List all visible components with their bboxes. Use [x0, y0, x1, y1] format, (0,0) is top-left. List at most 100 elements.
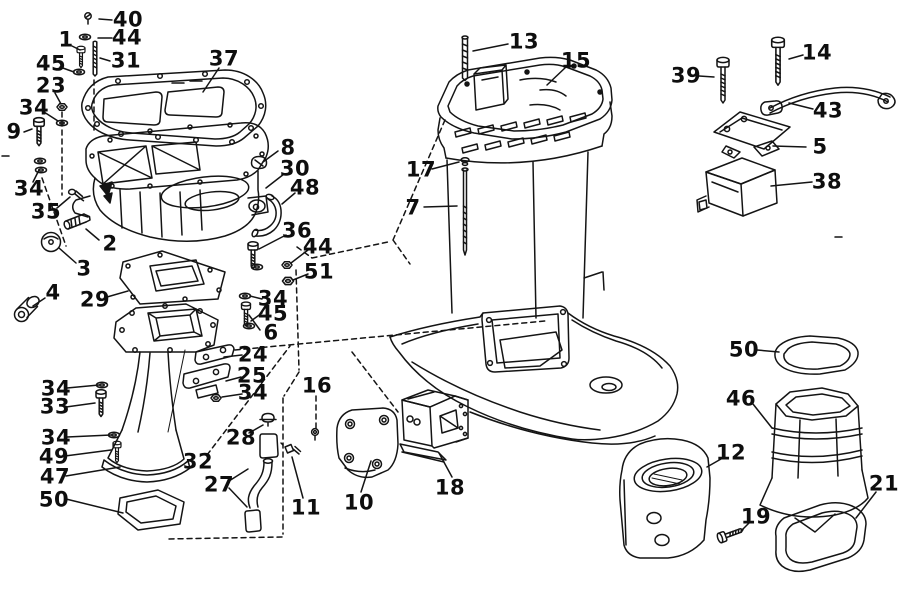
part-bolt-9	[32, 116, 46, 147]
callout-50-1: 50	[38, 487, 70, 512]
part-washer-45a	[72, 68, 86, 76]
part-screw-49	[112, 440, 122, 464]
callout-46: 46	[725, 386, 757, 411]
callout-24: 24	[237, 342, 269, 367]
callout-18: 18	[434, 475, 466, 500]
callout-13: 13	[508, 29, 540, 54]
part-stud-13	[461, 35, 469, 82]
callout-5: 5	[812, 134, 828, 159]
projection-dashed-lines	[41, 79, 546, 540]
callout-51: 51	[303, 259, 335, 284]
callout-19: 19	[740, 504, 772, 529]
callout-34-6: 34	[40, 425, 72, 450]
part-grommet-28	[259, 412, 277, 427]
callout-7: 7	[405, 195, 421, 220]
callout-35: 35	[30, 199, 62, 224]
callout-21: 21	[868, 471, 900, 496]
part-screw-40	[84, 12, 92, 25]
callout-43: 43	[812, 98, 844, 123]
part-grommet-17	[460, 157, 470, 167]
part-bolt-7	[461, 167, 469, 256]
callout-10: 10	[343, 490, 375, 515]
callout-45-1: 45	[35, 51, 67, 76]
callout-16: 16	[301, 373, 333, 398]
part-washer-36	[250, 263, 264, 271]
callout-15: 15	[560, 48, 592, 73]
part-washer-34b2	[34, 166, 48, 174]
callout-6: 6	[263, 320, 279, 345]
part-washer-44a	[78, 33, 92, 41]
part-seal-21	[774, 502, 867, 573]
part-screw-11	[280, 442, 302, 455]
callout-1: 1	[58, 27, 74, 52]
part-plug-4	[13, 295, 40, 323]
part-bolt-33	[95, 389, 107, 418]
part-stud-31	[92, 40, 98, 77]
part-washer-3	[40, 231, 62, 253]
callout-31: 31	[110, 48, 142, 73]
callout-8: 8	[280, 135, 296, 160]
part-bracket-25	[182, 363, 231, 399]
part-gasket-29	[119, 250, 226, 305]
callout-28: 28	[225, 425, 257, 450]
part-bracket-5	[713, 111, 791, 159]
part-adapter-plate	[113, 303, 219, 353]
callout-4: 4	[45, 280, 61, 305]
part-hose-48	[251, 193, 282, 238]
callout-12: 12	[715, 440, 747, 465]
callout-38: 38	[811, 169, 843, 194]
part-cap-8	[250, 155, 268, 170]
part-strap-43	[760, 86, 896, 116]
callout-17: 17	[405, 157, 437, 182]
callout-45-2: 45	[257, 301, 289, 326]
part-exhaust-tube-46	[759, 387, 869, 533]
callout-34-3: 34	[257, 286, 289, 311]
callout-36: 36	[281, 218, 313, 243]
part-thermostat-2	[63, 213, 91, 230]
callout-37: 37	[208, 46, 240, 71]
part-cover-10	[336, 407, 399, 479]
part-exhaust-housing-15	[389, 56, 679, 445]
callout-11: 11	[290, 495, 322, 520]
part-seal-50-right	[774, 335, 859, 375]
callout-30: 30	[279, 156, 311, 181]
part-adapter-housing	[72, 121, 269, 242]
callout-39: 39	[670, 63, 702, 88]
part-screw-35	[67, 188, 85, 202]
part-nut-34d	[210, 394, 222, 402]
callout-48: 48	[289, 175, 321, 200]
callout-25: 25	[236, 363, 268, 388]
callout-47: 47	[39, 464, 71, 489]
callout-34-1: 34	[18, 95, 50, 120]
part-bolt-39	[716, 56, 730, 104]
callout-44-2: 44	[302, 234, 334, 259]
part-power-pack-38	[696, 157, 778, 217]
callout-29: 29	[79, 287, 111, 312]
callout-34-4: 34	[237, 380, 269, 405]
callout-44-1: 44	[111, 25, 143, 50]
callout-34-5: 34	[40, 376, 72, 401]
callout-40: 40	[112, 7, 144, 32]
callout-9: 9	[6, 119, 22, 144]
part-hose-27	[244, 433, 279, 533]
edge-ticks	[1, 155, 843, 238]
callout-2: 2	[102, 231, 118, 256]
callout-49: 49	[38, 444, 70, 469]
part-seal-50-left	[117, 489, 185, 531]
callout-50-2: 50	[728, 337, 760, 362]
leader-lines	[23, 18, 877, 532]
callout-14: 14	[801, 40, 833, 65]
part-bolt-6	[240, 301, 252, 327]
callout-32: 32	[182, 449, 214, 474]
part-washer-34b	[33, 157, 47, 165]
part-gasket-37	[81, 69, 267, 147]
part-inner-exhaust-tube	[101, 349, 191, 483]
callout-23: 23	[35, 73, 67, 98]
callout-3: 3	[76, 256, 92, 281]
part-screw-16	[310, 427, 320, 441]
part-nut-51	[281, 276, 295, 286]
part-mount-18	[399, 389, 469, 463]
callout-27: 27	[203, 472, 235, 497]
